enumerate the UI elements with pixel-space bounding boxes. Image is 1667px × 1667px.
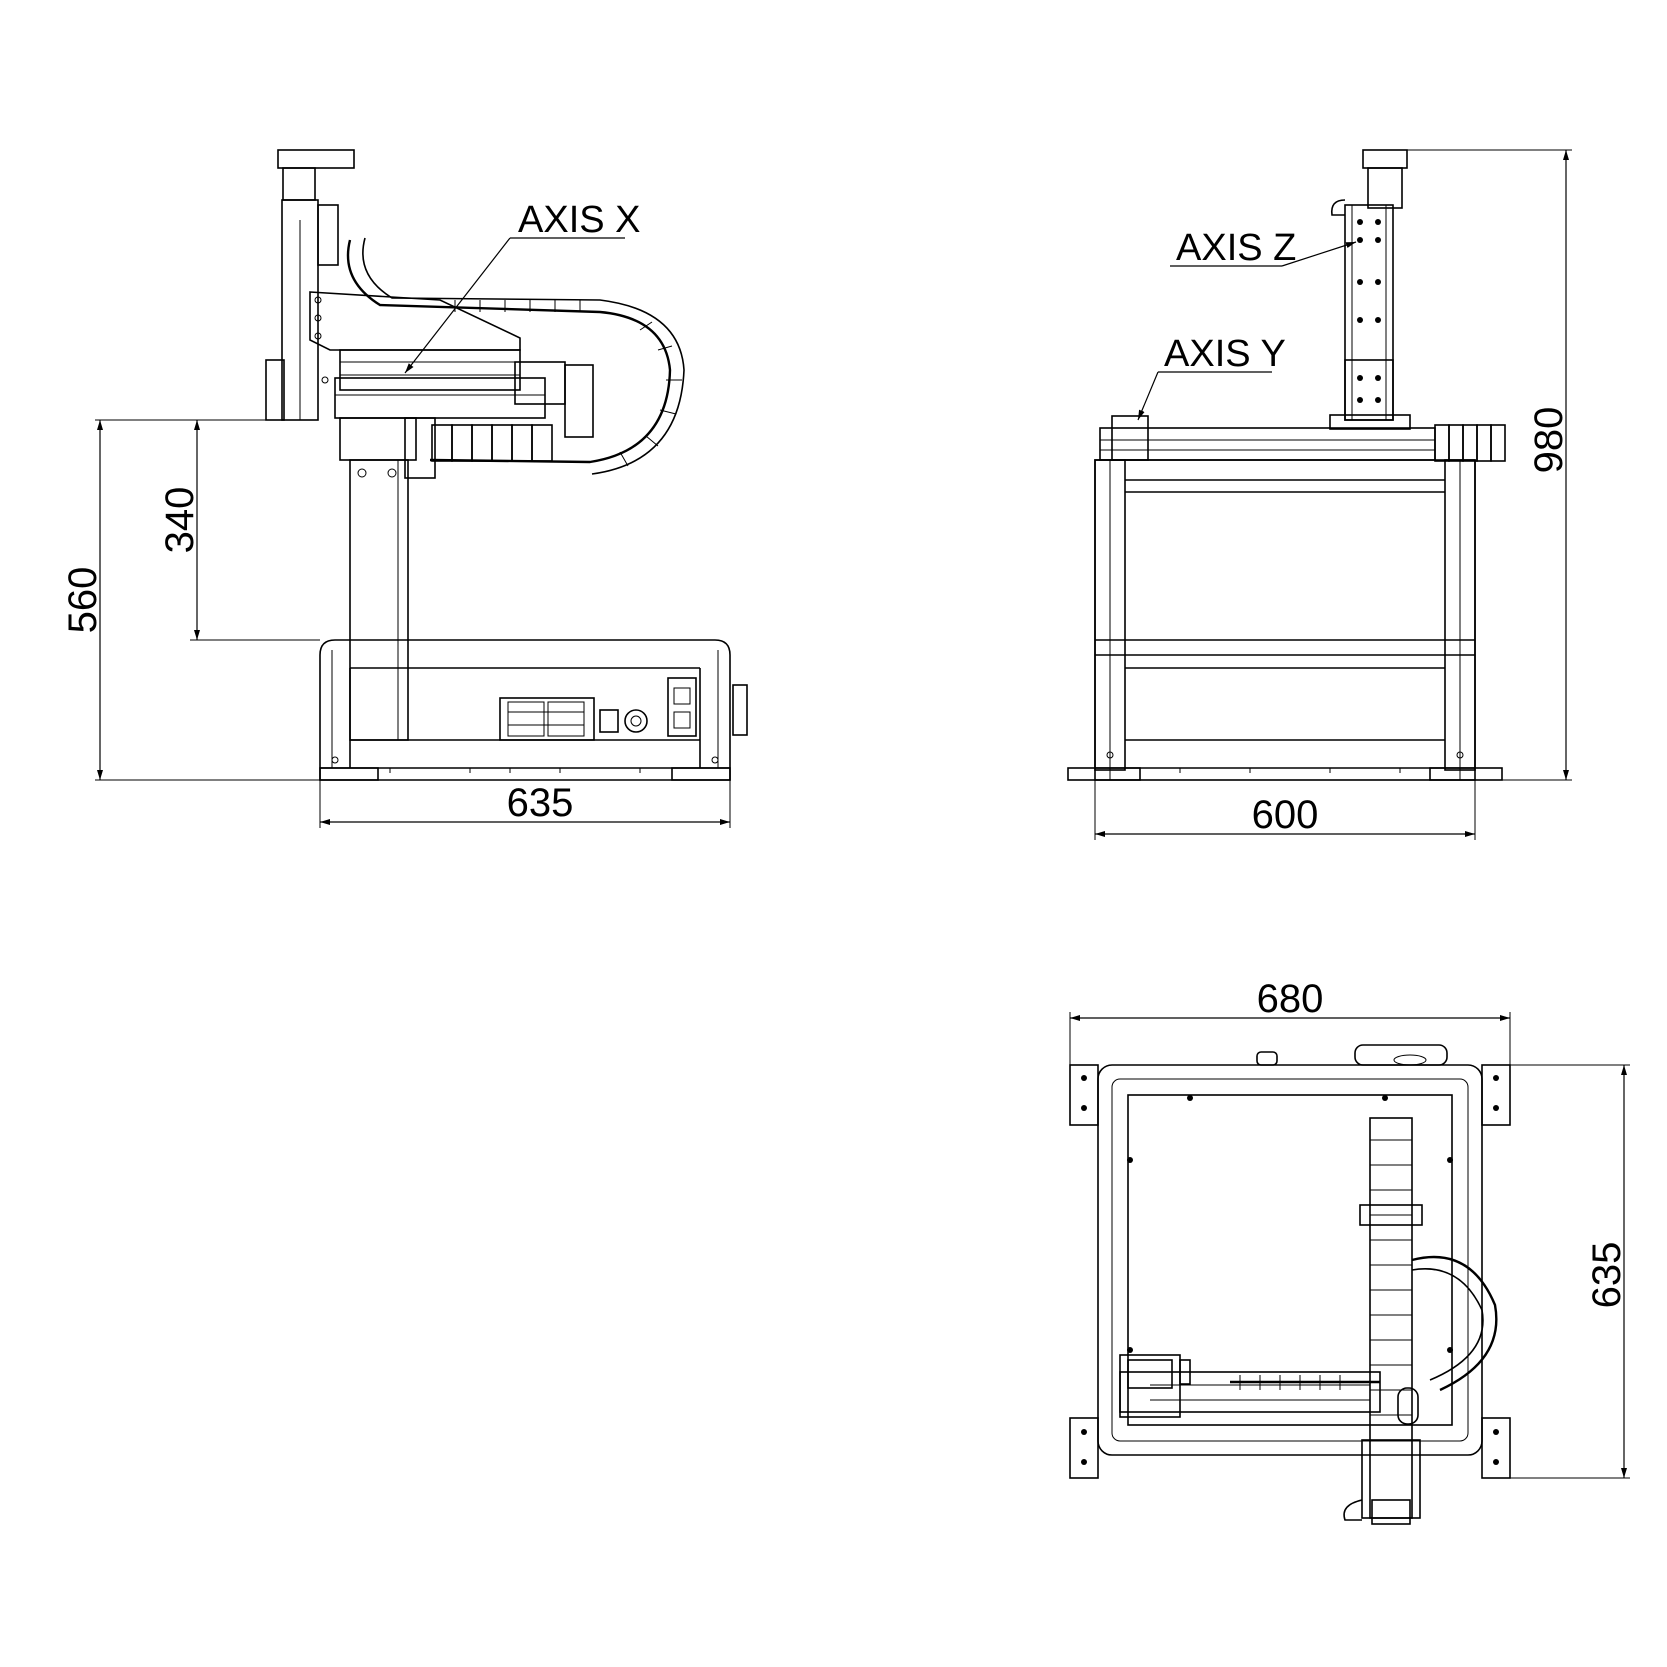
- dim-total-height: 560: [61, 567, 105, 634]
- axis-x-label: AXIS X: [518, 199, 641, 241]
- dim-top-depth: 635: [1585, 1242, 1629, 1309]
- dim-stage-height: 340: [158, 487, 202, 554]
- dim-top-width: 680: [1257, 977, 1324, 1021]
- axis-z-label: AXIS Z: [1176, 227, 1296, 269]
- dim-front-width: 600: [1252, 793, 1319, 837]
- side-view: AXIS X 560 340 635: [61, 149, 748, 828]
- dim-front-height: 980: [1527, 407, 1571, 474]
- top-view: 680 635: [1069, 977, 1630, 1525]
- front-view: AXIS Z AXIS Y 980 600: [1067, 149, 1572, 840]
- axis-y-label: AXIS Y: [1164, 333, 1286, 375]
- dim-side-width: 635: [507, 781, 574, 825]
